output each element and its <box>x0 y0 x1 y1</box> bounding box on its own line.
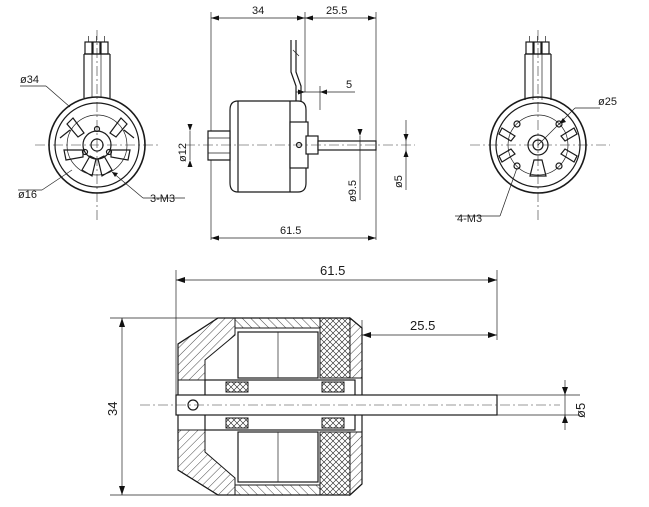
rear-vents <box>498 127 578 177</box>
section-shaft-diameter: ø5 <box>573 403 588 418</box>
front-vents <box>59 117 135 177</box>
section-body-diameter: 34 <box>105 402 120 416</box>
rear-wires <box>524 36 552 100</box>
section-view: 61.5 25.5 34 <box>105 263 588 497</box>
side-shaft-length: 25.5 <box>326 5 347 17</box>
side-view: 34 25.5 5 ø12 ø9.5 ø5 <box>177 5 415 241</box>
side-shaft-diameter: ø5 <box>393 175 405 188</box>
rear-view: ø25 4-M3 <box>455 30 617 225</box>
front-holes-label: 3-M3 <box>150 193 175 205</box>
side-hub-diameter: ø12 <box>177 143 189 162</box>
rear-bolt-circle-diameter: ø25 <box>598 96 617 108</box>
section-total-length: 61.5 <box>320 263 345 278</box>
front-wires <box>83 36 111 98</box>
front-view: ø34 ø16 3-M3 <box>18 30 185 220</box>
side-collar-diameter: ø9.5 <box>347 180 359 202</box>
rear-holes-label: 4-M3 <box>457 213 482 225</box>
front-outer-diameter: ø34 <box>20 74 39 86</box>
side-total-length: 61.5 <box>280 225 301 237</box>
section-shaft-length: 25.5 <box>410 318 435 333</box>
side-small-length: 5 <box>346 79 352 91</box>
side-body-length: 34 <box>252 5 264 17</box>
front-bolt-circle-diameter: ø16 <box>18 189 37 201</box>
